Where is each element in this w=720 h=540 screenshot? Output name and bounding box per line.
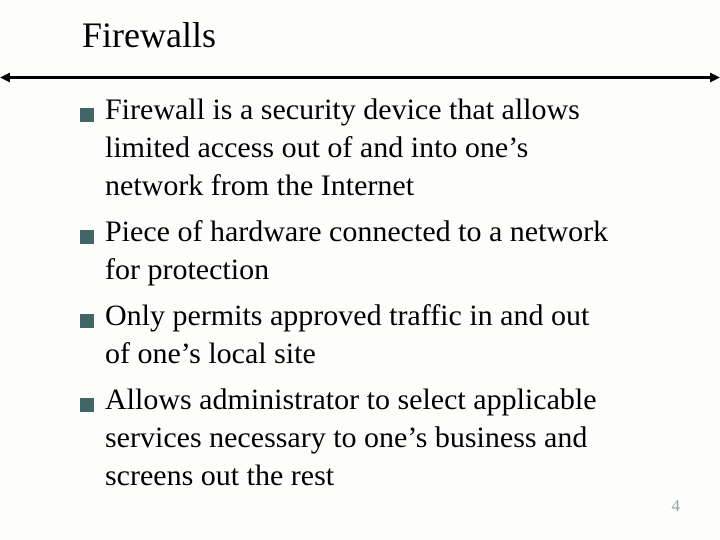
bullet-text: Piece of hardware connected to a network… <box>105 215 609 286</box>
slide-title: Firewalls <box>82 15 216 55</box>
bullet-item: Firewall is a security device that allow… <box>80 91 653 205</box>
bullet-text: Only permits approved traffic in and out… <box>105 299 590 370</box>
page-number: 4 <box>671 496 681 515</box>
bullet-item: Piece of hardware connected to a network… <box>80 213 653 289</box>
bullet-item: Allows administrator to select applicabl… <box>80 381 653 495</box>
square-bullet-icon <box>80 314 94 328</box>
bullet-list: Firewall is a security device that allow… <box>0 91 653 503</box>
square-bullet-icon <box>80 108 94 122</box>
bullet-text: Allows administrator to select applicabl… <box>105 383 597 492</box>
square-bullet-icon <box>80 230 94 244</box>
bullet-text: Firewall is a security device that allow… <box>105 93 580 202</box>
square-bullet-icon <box>80 398 94 412</box>
divider-double-arrow-icon <box>0 72 720 83</box>
bullet-item: Only permits approved traffic in and out… <box>80 297 653 373</box>
